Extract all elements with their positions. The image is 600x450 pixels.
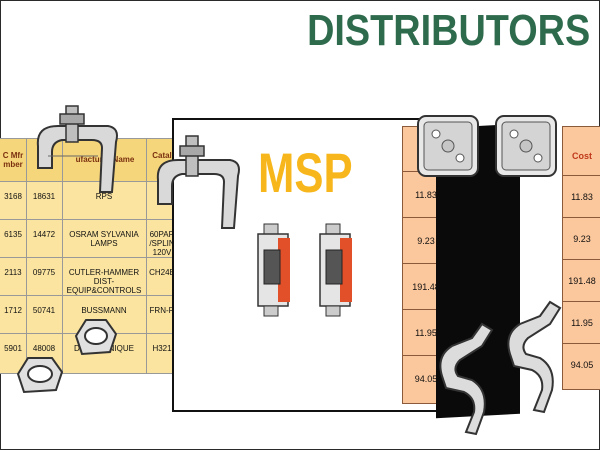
cost-left-cell: 191.48 <box>403 263 449 310</box>
cost-left-cell: 94.05 <box>403 355 449 402</box>
cell-manufacturer: OSRAM SYLVANIA LAMPS <box>69 230 139 248</box>
cost-right-cell: 11.95 <box>563 301 600 344</box>
cell-catalog: H321 <box>152 344 172 353</box>
cell-catalog: 60PAR /SPLIN 120V <box>149 230 175 257</box>
brand-logo: MSP <box>258 141 353 204</box>
cell-catalog: FRN-R <box>149 306 175 315</box>
cell-mfr-number: 6135 <box>4 230 22 239</box>
cost-right-cell: 11.83 <box>563 175 600 218</box>
page-title: DISTRIBUTORS <box>306 6 590 55</box>
cost-right-cell: 9.23 <box>563 217 600 260</box>
beam-clip-icon <box>439 322 494 436</box>
cell-mfr-number: 3168 <box>4 192 22 201</box>
cell-manufacturer: CUTLER-HAMMER DIST- EQUIP&CONTROLS <box>66 268 142 295</box>
cost-header-right: Cost <box>572 151 592 161</box>
cell-manufacturer: BUSSMANN <box>81 306 127 315</box>
beam-clamp-icon <box>36 105 118 193</box>
cell-mfr-number: 5901 <box>4 344 22 353</box>
beam-clamp-icon <box>156 135 240 229</box>
square-box-icon <box>495 115 557 177</box>
cell-mfr-number: 1712 <box>4 306 22 315</box>
cost-left-cell: 11.95 <box>403 309 449 356</box>
toggle-switch-icon <box>257 223 290 317</box>
table-header-row <box>0 139 178 181</box>
table-row: 2113 09775 CUTLER-HAMMER DIST- EQUIP&CONTR… <box>0 257 178 296</box>
locknut-icon <box>16 357 64 394</box>
cell-code: 50741 <box>32 306 56 315</box>
cell-code: 18631 <box>32 192 56 201</box>
table-row: 6135 14472 OSRAM SYLVANIA LAMPS 60PAR /SPLI… <box>0 219 178 258</box>
locknut-icon <box>74 319 118 356</box>
toggle-switch-icon <box>319 223 352 317</box>
cell-code: 09775 <box>32 268 56 277</box>
header-catalog: Catal <box>152 151 172 160</box>
header-mfr-number: C Mfr mber <box>2 151 24 169</box>
octagon-box-icon <box>417 115 479 177</box>
cost-right-cell: 94.05 <box>563 343 600 386</box>
cell-mfr-number: 2113 <box>4 268 22 277</box>
table-row: 1712 50741 BUSSMANN FRN-R <box>0 295 178 334</box>
cell-code: 14472 <box>32 230 56 239</box>
cell-manufacturer: RPS <box>95 192 113 201</box>
beam-clip-icon <box>507 300 562 414</box>
cell-code: 48008 <box>32 344 56 353</box>
cell-catalog: CH24B <box>149 268 175 277</box>
table-row: 3168 18631 RPS <box>0 181 178 220</box>
cost-right-cell: 191.48 <box>563 259 600 302</box>
cost-left-cell: 9.23 <box>403 217 449 264</box>
